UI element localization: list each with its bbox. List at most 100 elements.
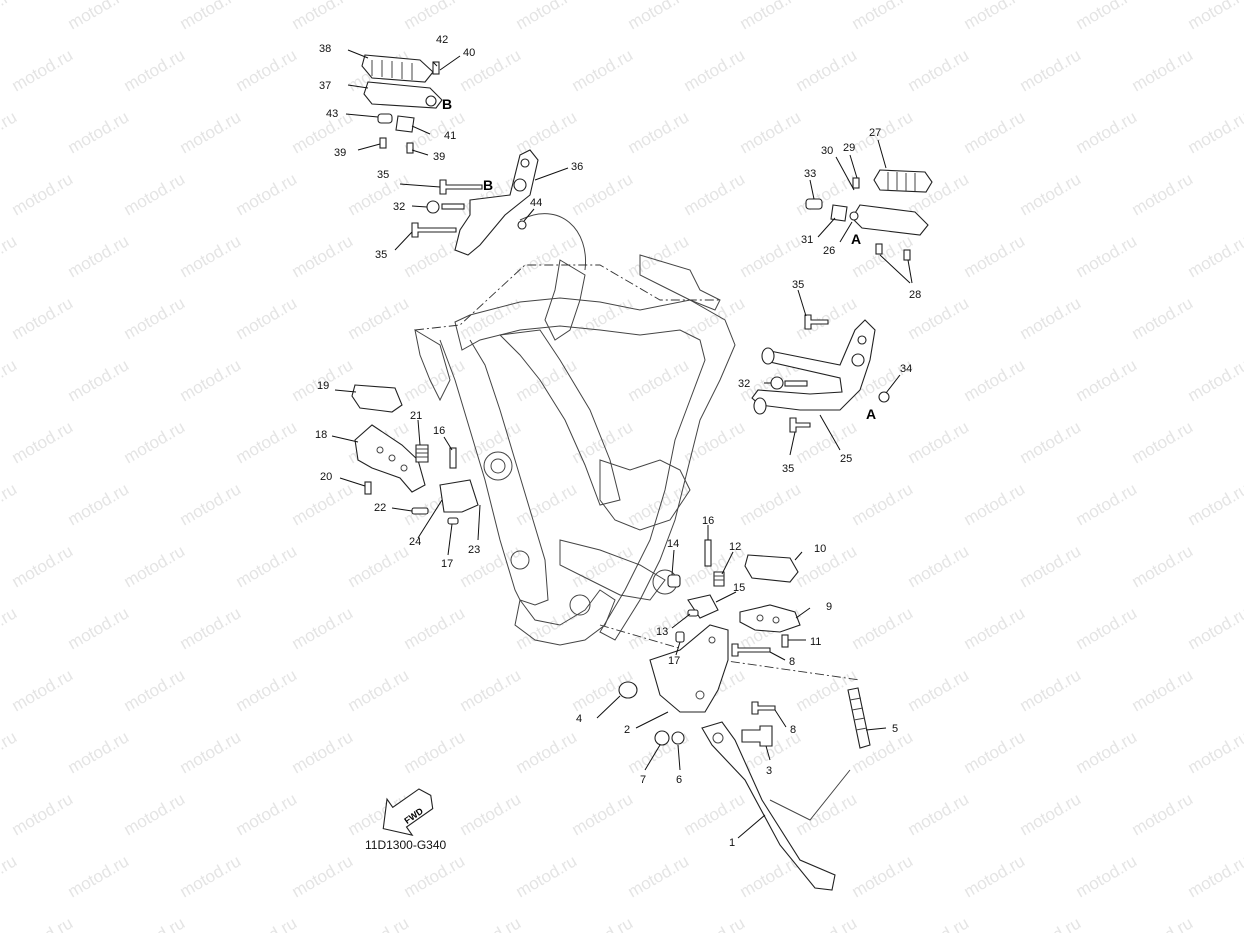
watermark-text: motod.ru: [681, 913, 749, 933]
watermark-text: motod.ru: [793, 541, 861, 591]
watermark-text: motod.ru: [121, 665, 189, 715]
watermark-text: motod.ru: [569, 913, 637, 933]
watermark-text: motod.ru: [625, 107, 693, 157]
watermark-text: motod.ru: [849, 603, 917, 653]
watermark-text: motod.ru: [121, 417, 189, 467]
watermark-text: motod.ru: [513, 231, 581, 281]
watermark-text: motod.ru: [793, 293, 861, 343]
watermark-text: motod.ru: [177, 355, 245, 405]
part-number-callout: 3: [766, 765, 772, 777]
watermark-text: motod.ru: [1129, 541, 1197, 591]
watermark-text: motod.ru: [121, 45, 189, 95]
watermark-text: motod.ru: [345, 913, 413, 933]
watermark-text: motod.ru: [905, 665, 973, 715]
watermark-text: motod.ru: [9, 417, 77, 467]
part-number-callout: 11: [810, 636, 821, 648]
part-number-callout: 7: [640, 774, 646, 786]
watermark-text: motod.ru: [513, 355, 581, 405]
watermark-text: motod.ru: [233, 789, 301, 839]
watermark-text: motod.ru: [1185, 107, 1244, 157]
watermark-text: motod.ru: [1129, 789, 1197, 839]
watermark-text: motod.ru: [289, 851, 357, 901]
watermark-text: motod.ru: [401, 851, 469, 901]
watermark-text: motod.ru: [345, 293, 413, 343]
watermark-text: motod.ru: [121, 913, 189, 933]
watermark-text: motod.ru: [569, 541, 637, 591]
watermark-text: motod.ru: [65, 479, 133, 529]
part-number-callout: 35: [377, 169, 389, 181]
watermark-text: motod.ru: [233, 45, 301, 95]
watermark-text: motod.ru: [849, 107, 917, 157]
part-number-callout: 28: [909, 289, 921, 301]
watermark-text: motod.ru: [1241, 45, 1244, 95]
watermark-text: motod.ru: [905, 541, 973, 591]
watermark-text: motod.ru: [1073, 727, 1141, 777]
watermark-text: motod.ru: [961, 727, 1029, 777]
watermark-text: motod.ru: [961, 355, 1029, 405]
watermark-text: motod.ru: [1017, 169, 1085, 219]
part-number-callout: 8: [790, 724, 796, 736]
watermark-text: motod.ru: [0, 231, 20, 281]
part-number-callout: 27: [869, 127, 881, 139]
watermark-text: motod.ru: [1017, 789, 1085, 839]
watermark-text: motod.ru: [0, 479, 20, 529]
watermark-text: motod.ru: [1241, 169, 1244, 219]
watermark-text: motod.ru: [1017, 293, 1085, 343]
part-number-callout: 21: [410, 410, 422, 422]
part-number-callout: 20: [320, 471, 332, 483]
part-number-callout: 5: [892, 723, 898, 735]
watermark-text: motod.ru: [65, 231, 133, 281]
watermark-text: motod.ru: [401, 727, 469, 777]
part-number-callout: 1: [729, 837, 735, 849]
watermark-text: motod.ru: [233, 417, 301, 467]
part-number-callout: 35: [782, 463, 794, 475]
watermark-text: motod.ru: [737, 0, 805, 33]
part-number-callout: 12: [729, 541, 741, 553]
watermark-text: motod.ru: [121, 789, 189, 839]
watermark-text: motod.ru: [457, 789, 525, 839]
watermark-text: motod.ru: [0, 107, 20, 157]
watermark-text: motod.ru: [625, 355, 693, 405]
watermark-text: motod.ru: [905, 789, 973, 839]
part-number-callout: 36: [571, 161, 583, 173]
watermark-text: motod.ru: [0, 851, 20, 901]
watermark-text: motod.ru: [289, 603, 357, 653]
watermark-text: motod.ru: [1241, 789, 1244, 839]
watermark-text: motod.ru: [0, 603, 20, 653]
watermark-text: motod.ru: [793, 45, 861, 95]
watermark-text: motod.ru: [9, 169, 77, 219]
watermark-text: motod.ru: [233, 293, 301, 343]
watermark-text: motod.ru: [793, 789, 861, 839]
watermark-text: motod.ru: [65, 851, 133, 901]
ref-letter-a: A: [851, 231, 861, 247]
watermark-text: motod.ru: [9, 913, 77, 933]
ref-letter-a: A: [866, 406, 876, 422]
watermark-text: motod.ru: [1129, 665, 1197, 715]
watermark-text: motod.ru: [681, 789, 749, 839]
watermark-text: motod.ru: [1129, 45, 1197, 95]
watermark-text: motod.ru: [569, 45, 637, 95]
watermark-text: motod.ru: [9, 665, 77, 715]
part-number-callout: 13: [656, 626, 668, 638]
part-number-callout: 24: [409, 536, 421, 548]
watermark-text: motod.ru: [1185, 355, 1244, 405]
watermark-text: motod.ru: [1185, 479, 1244, 529]
watermark-text: motod.ru: [177, 0, 245, 33]
part-number-callout: 43: [326, 108, 338, 120]
ref-letter-b: B: [483, 177, 493, 193]
part-number-callout: 35: [792, 279, 804, 291]
part-number-callout: 15: [733, 582, 745, 594]
part-number-callout: 4: [576, 713, 582, 725]
part-number-callout: 38: [319, 43, 331, 55]
part-number-callout: 6: [676, 774, 682, 786]
watermark-text: motod.ru: [961, 603, 1029, 653]
watermark-text: motod.ru: [1241, 665, 1244, 715]
watermark-text: motod.ru: [121, 293, 189, 343]
watermark-text: motod.ru: [737, 107, 805, 157]
watermark-text: motod.ru: [177, 603, 245, 653]
watermark-text: motod.ru: [569, 169, 637, 219]
watermark-text: motod.ru: [1241, 293, 1244, 343]
part-number-callout: 2: [624, 724, 630, 736]
watermark-text: motod.ru: [961, 0, 1029, 33]
